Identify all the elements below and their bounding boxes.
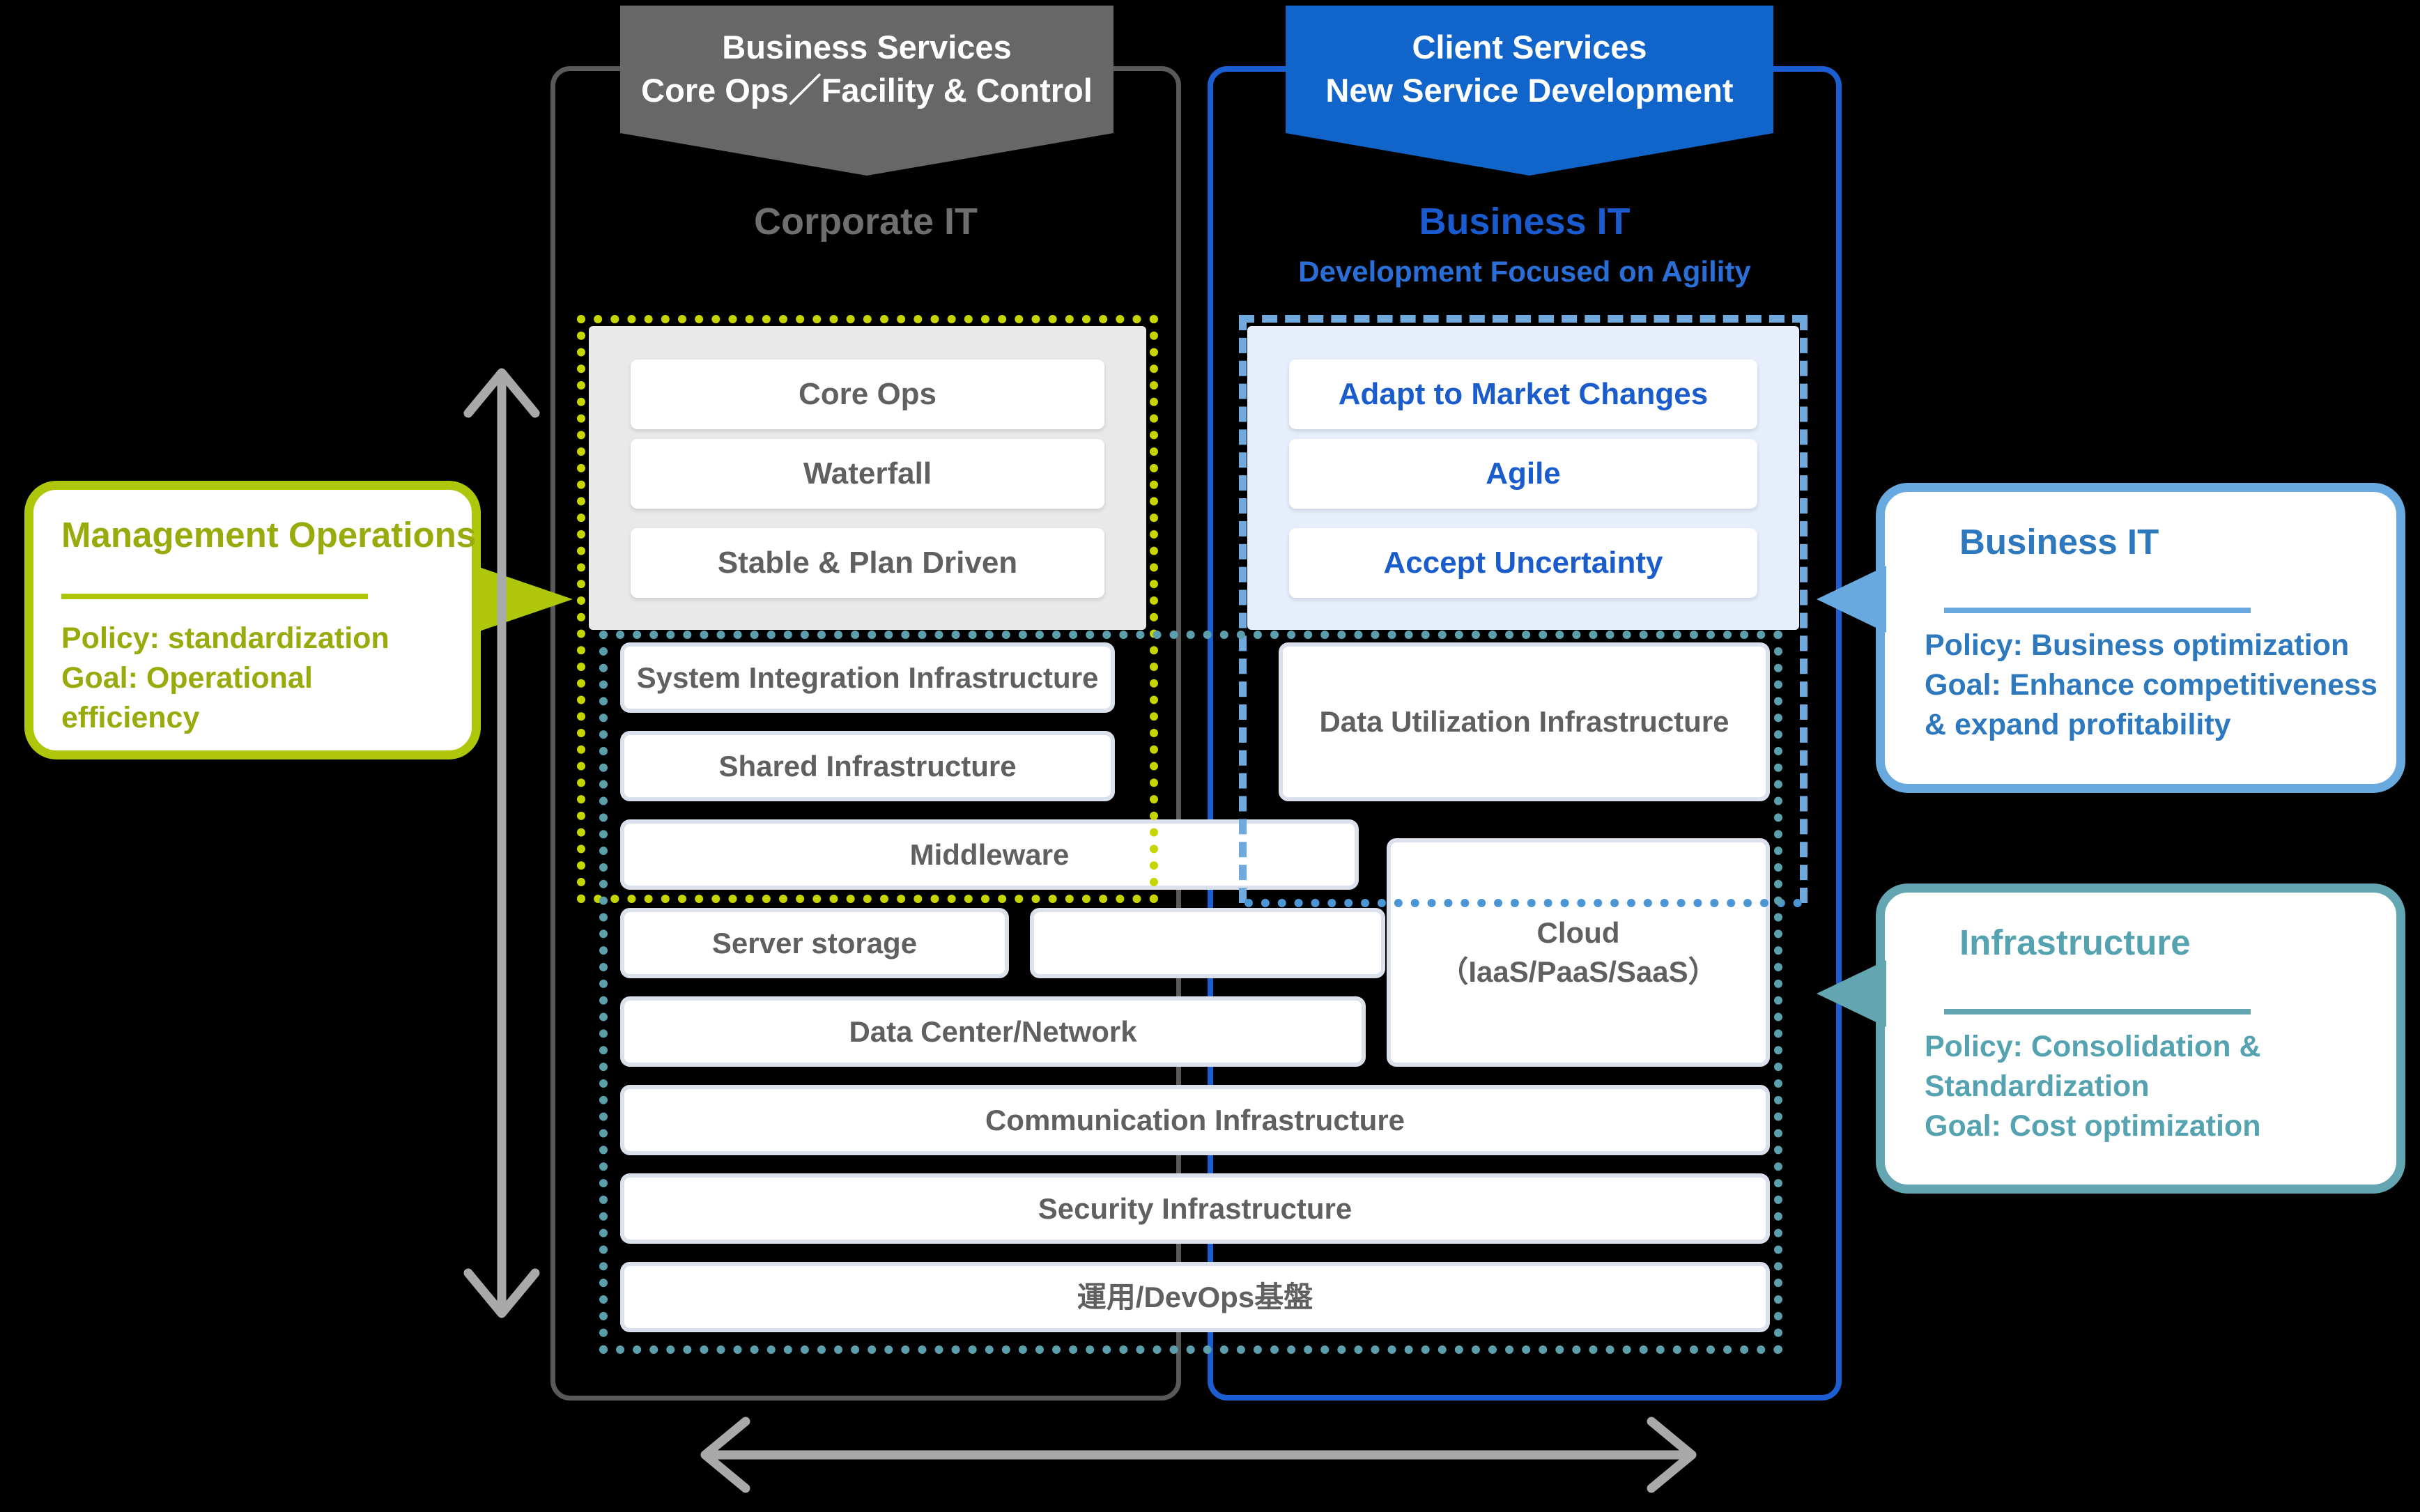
business-it-callout [1876, 483, 2405, 793]
box-security-infrastructure: Security Infrastructure [620, 1173, 1770, 1244]
box-agile: Agile [1289, 439, 1757, 509]
box-waterfall: Waterfall [631, 439, 1104, 509]
business-it-subtitle: Development Focused on Agility [1298, 255, 1751, 288]
box-cloud: Cloud （IaaS/PaaS/SaaS） [1387, 838, 1770, 1067]
business-it-callout-line3: & expand profitability [1925, 708, 2231, 741]
box-devops-platform: 運用/DevOps基盤 [620, 1262, 1770, 1332]
management-operations-callout-line2: Goal: Operational [61, 661, 313, 695]
business-it-callout-divider [1944, 608, 2251, 613]
management-operations-callout-line1: Policy: standardization [61, 622, 390, 655]
box-data-utilization-infrastructure: Data Utilization Infrastructure [1279, 642, 1770, 801]
box-server-storage: Server storage [620, 908, 1009, 978]
infrastructure-callout-line3: Goal: Cost optimization [1925, 1109, 2261, 1143]
vertical-scope-arrow [463, 368, 540, 1318]
box-adapt-to-market-changes: Adapt to Market Changes [1289, 360, 1757, 429]
business-it-callout-line1: Policy: Business optimization [1925, 628, 2350, 662]
business-it-title: Business IT [1419, 201, 1631, 242]
cloud-sublabel: （IaaS/PaaS/SaaS） [1439, 955, 1718, 988]
box-core-ops: Core Ops [631, 360, 1104, 429]
business-it-callout-title: Business IT [1959, 522, 2159, 562]
cloud-label: Cloud [1536, 916, 1620, 949]
box-middleware: Middleware [620, 819, 1359, 890]
banner-business-services-line1: Business Services [722, 29, 1012, 65]
infrastructure-callout [1876, 884, 2405, 1194]
management-operations-callout-title: Management Operations [61, 515, 477, 555]
box-shared-infrastructure: Shared Infrastructure [620, 731, 1115, 801]
box-unlabeled [1030, 908, 1385, 978]
banner-client-services-line2: New Service Development [1325, 72, 1734, 109]
business-it-callout-line2: Goal: Enhance competitiveness [1925, 668, 2377, 702]
box-data-center-network: Data Center/Network [620, 996, 1366, 1067]
infrastructure-callout-divider [1944, 1009, 2251, 1015]
box-stable-plan-driven: Stable & Plan Driven [631, 528, 1104, 598]
banner-business-services: Business Services Core Ops／Facility & Co… [620, 6, 1113, 176]
management-operations-callout [24, 481, 481, 759]
infrastructure-callout-line1: Policy: Consolidation & [1925, 1030, 2261, 1063]
business-it-scope-bottom-border [1244, 899, 1802, 907]
management-operations-callout-divider [61, 594, 368, 599]
management-operations-callout-line3: efficiency [61, 701, 200, 734]
box-accept-uncertainty: Accept Uncertainty [1289, 528, 1757, 598]
banner-client-services-line1: Client Services [1412, 29, 1647, 65]
box-system-integration-infrastructure: System Integration Infrastructure [620, 642, 1115, 713]
infrastructure-callout-line2: Standardization [1925, 1070, 2150, 1103]
banner-business-services-line2: Core Ops／Facility & Control [641, 72, 1093, 109]
box-communication-infrastructure: Communication Infrastructure [620, 1085, 1770, 1155]
corporate-it-title: Corporate IT [753, 201, 978, 242]
infrastructure-callout-title: Infrastructure [1959, 923, 2191, 962]
horizontal-scope-arrow [700, 1417, 1697, 1493]
